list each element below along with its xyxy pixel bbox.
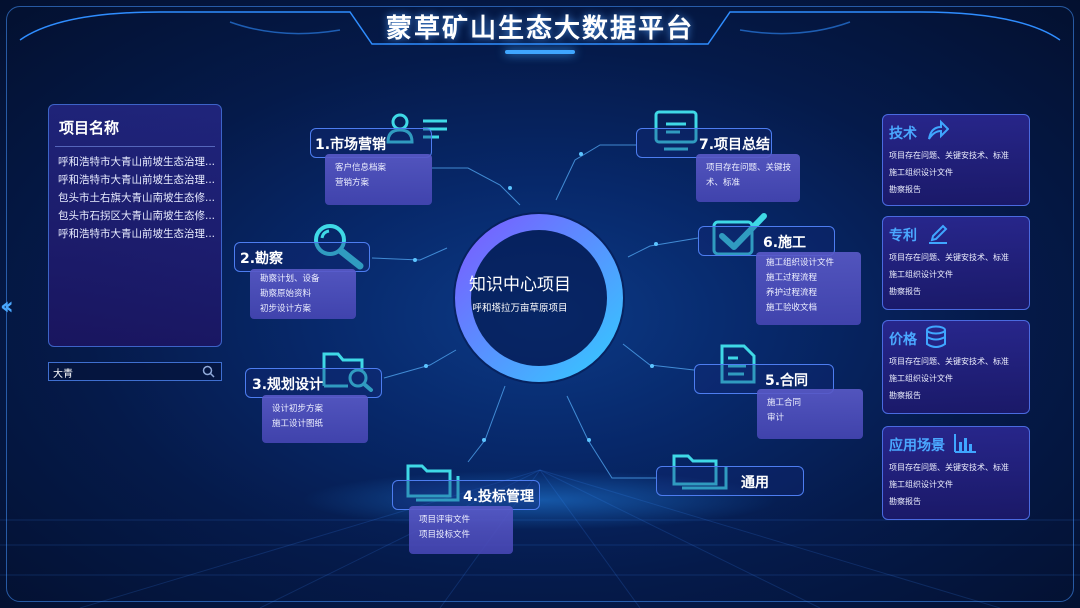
- node-item[interactable]: 营销方案: [335, 178, 370, 188]
- right-panel-item[interactable]: 项目存在问题、关键安技术、标准: [889, 463, 1009, 472]
- node-summary-box: 项目存在问题、关键技 术、标准: [696, 154, 800, 202]
- connector-lines: [371, 144, 699, 479]
- node-bidding-box: 项目评审文件 项目投标文件: [409, 506, 513, 554]
- collapse-left-chevron-icon[interactable]: ‹‹: [0, 292, 14, 320]
- right-panel-item[interactable]: 施工组织设计文件: [889, 270, 953, 279]
- search-icon[interactable]: [202, 365, 215, 378]
- node-marketing-label: 1.市场营销: [315, 137, 387, 153]
- project-list-item[interactable]: 包头市石拐区大青山南坡生态修...: [58, 210, 216, 222]
- share-arrow-icon: [928, 119, 949, 140]
- bar-chart-icon: [954, 434, 976, 453]
- node-general[interactable]: 通用: [656, 466, 804, 496]
- node-item[interactable]: 勘察原始资料: [260, 289, 312, 299]
- project-list-item[interactable]: 呼和浩特市大青山前坡生态治理...: [58, 156, 216, 168]
- node-summary-label: 7.项目总结: [699, 137, 771, 153]
- node-contract-box: 施工合同 审计: [757, 389, 863, 439]
- node-planning-box: 设计初步方案 施工设计图纸: [262, 395, 368, 443]
- node-item[interactable]: 施工过程流程: [766, 273, 818, 283]
- center-disc: [453, 212, 625, 384]
- folder-search-icon: [322, 352, 373, 392]
- right-panel-patent[interactable]: 专利 项目存在问题、关键安技术、标准 施工组织设计文件 勘察报告: [882, 216, 1030, 310]
- right-panel-item[interactable]: 项目存在问题、关键安技术、标准: [889, 357, 1009, 366]
- project-list-item[interactable]: 包头市土右旗大青山南坡生态修...: [58, 192, 216, 204]
- project-list-item[interactable]: 呼和浩特市大青山前坡生态治理...: [58, 228, 216, 240]
- right-panel-item[interactable]: 勘察报告: [889, 287, 921, 296]
- folders-icon: [406, 464, 460, 502]
- divider: [55, 146, 215, 147]
- right-panel-item[interactable]: 勘察报告: [889, 497, 921, 506]
- right-panel-item[interactable]: 勘察报告: [889, 185, 921, 194]
- node-item[interactable]: 施工验收文档: [766, 303, 818, 313]
- node-bidding-label: 4.投标管理: [463, 489, 535, 505]
- right-panel-tech[interactable]: 技术 项目存在问题、关键安技术、标准 施工组织设计文件 勘察报告: [882, 114, 1030, 206]
- right-panel-item[interactable]: 施工组织设计文件: [889, 374, 953, 383]
- connector-dots: [413, 152, 658, 442]
- search-input[interactable]: [51, 364, 195, 381]
- right-panel-item[interactable]: 勘察报告: [889, 391, 921, 400]
- right-panel-item[interactable]: 施工组织设计文件: [889, 168, 953, 177]
- header-ornament: [19, 11, 1061, 45]
- node-item[interactable]: 施工设计图纸: [272, 419, 324, 429]
- node-item[interactable]: 项目投标文件: [419, 530, 471, 540]
- node-marketing-box: 客户信息档案 营销方案: [325, 154, 432, 205]
- node-survey[interactable]: 2.勘察: [234, 242, 370, 272]
- node-item[interactable]: 施工组织设计文件: [766, 258, 835, 268]
- node-construction-label: 6.施工: [763, 235, 807, 251]
- right-panel-item[interactable]: 项目存在问题、关键安技术、标准: [889, 151, 1009, 160]
- search-box: [48, 362, 222, 381]
- node-planning-label: 3.规划设计: [252, 377, 324, 393]
- database-icon: [926, 325, 946, 348]
- user-profile-icon: [386, 113, 447, 144]
- node-contract-label: 5.合同: [765, 373, 809, 389]
- project-list-heading: 项目名称: [59, 119, 120, 137]
- node-marketing[interactable]: 1.市场营销: [310, 128, 432, 158]
- node-item[interactable]: 审计: [767, 413, 785, 423]
- folders-icon: [672, 454, 728, 490]
- node-construction-box: 施工组织设计文件 施工过程流程 养护过程流程 施工验收文档: [756, 252, 861, 325]
- project-list-panel: 项目名称 呼和浩特市大青山前坡生态治理... 呼和浩特市大青山前坡生态治理...…: [48, 104, 222, 347]
- magnifier-icon: [314, 224, 364, 270]
- node-planning[interactable]: 3.规划设计: [245, 368, 382, 398]
- node-survey-label: 2.勘察: [240, 251, 284, 267]
- pen-sign-icon: [929, 224, 948, 244]
- right-panel-title: 价格: [889, 332, 917, 348]
- node-item[interactable]: 项目评审文件: [419, 515, 471, 525]
- node-item[interactable]: 初步设计方案: [260, 304, 312, 314]
- right-panel-title: 应用场景: [889, 438, 945, 454]
- right-panel-title: 专利: [889, 228, 917, 244]
- floor-glow: [300, 470, 780, 530]
- page-title: 蒙草矿山生态大数据平台: [385, 14, 694, 44]
- center-title: 知识中心项目: [469, 275, 571, 295]
- center-ring: [455, 214, 623, 382]
- node-item[interactable]: 设计初步方案: [272, 404, 324, 414]
- right-panel-item[interactable]: 项目存在问题、关键安技术、标准: [889, 253, 1009, 262]
- project-list-item[interactable]: 呼和浩特市大青山前坡生态治理...: [58, 174, 216, 186]
- node-item[interactable]: 养护过程流程: [766, 288, 818, 298]
- node-general-label: 通用: [741, 475, 769, 491]
- node-item[interactable]: 施工合同: [767, 398, 802, 408]
- node-item[interactable]: 客户信息档案: [335, 163, 387, 173]
- right-panel-scenario[interactable]: 应用场景 项目存在问题、关键安技术、标准 施工组织设计文件 勘察报告: [882, 426, 1030, 520]
- node-item[interactable]: 勘察计划、设备: [260, 274, 320, 284]
- center-subtitle: 呼和塔拉万亩草原项目: [472, 303, 568, 314]
- monitor-doc-icon: [654, 110, 698, 151]
- right-panel-item[interactable]: 施工组织设计文件: [889, 480, 953, 489]
- node-item[interactable]: 术、标准: [706, 178, 741, 188]
- node-summary[interactable]: 7.项目总结: [636, 128, 772, 158]
- right-panel-title: 技术: [889, 126, 917, 142]
- title-underline: [505, 50, 575, 54]
- document-icon: [720, 344, 756, 384]
- node-item[interactable]: 项目存在问题、关键技: [706, 163, 792, 173]
- node-survey-box: 勘察计划、设备 勘察原始资料 初步设计方案: [250, 269, 356, 319]
- right-panel-price[interactable]: 价格 项目存在问题、关键安技术、标准 施工组织设计文件 勘察报告: [882, 320, 1030, 414]
